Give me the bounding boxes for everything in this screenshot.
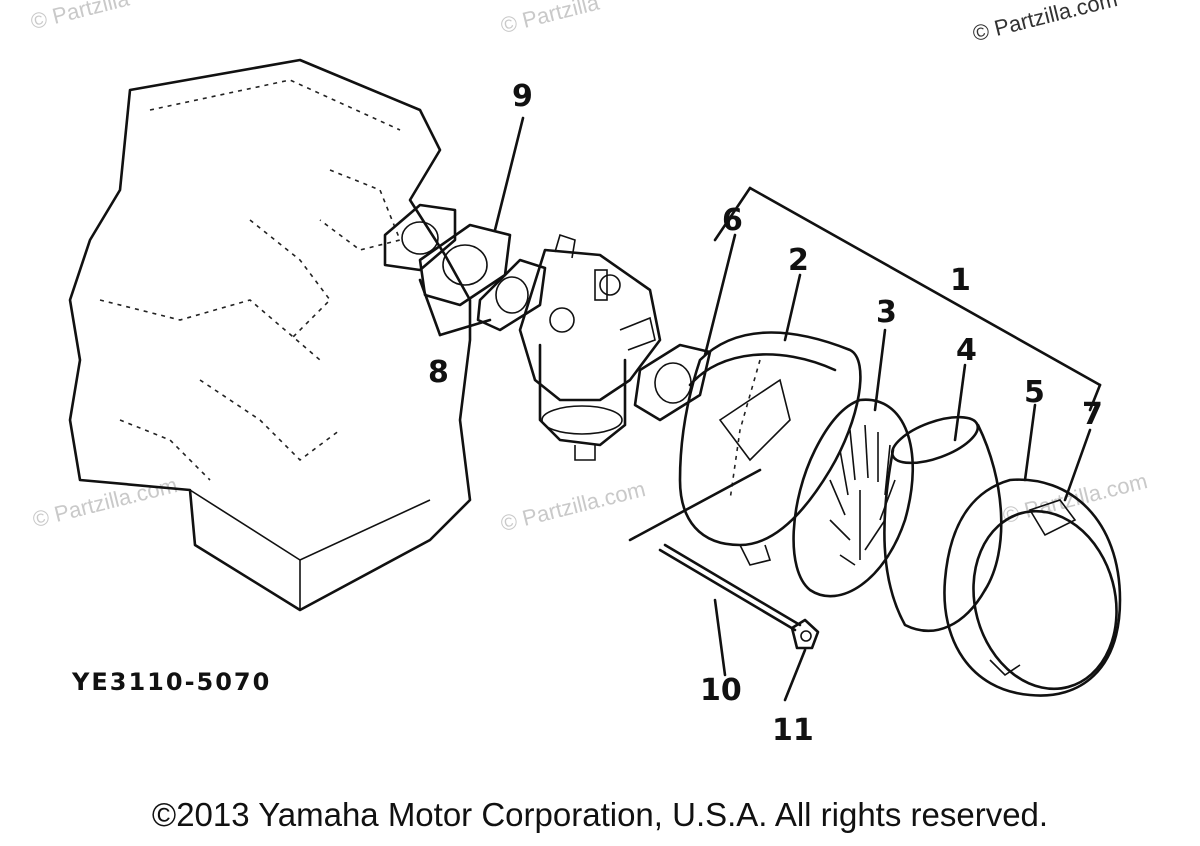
intake-gasket <box>383 203 457 272</box>
engine-block <box>68 58 472 612</box>
callout-5: 5 <box>1024 375 1045 410</box>
diagram-code: YE3110-5070 <box>72 668 272 696</box>
callout-3: 3 <box>876 295 897 330</box>
callout-11: 11 <box>772 713 814 748</box>
air-cleaner-bolt <box>658 543 802 632</box>
callout-8: 8 <box>428 355 449 390</box>
wing-nut <box>790 618 820 650</box>
carburetor <box>518 233 662 461</box>
callout-10: 10 <box>700 673 742 708</box>
leader-lines <box>418 116 1102 702</box>
air-cleaner-cap <box>943 478 1122 697</box>
air-filter-element <box>883 415 1003 633</box>
callout-1: 1 <box>950 263 971 298</box>
carb-gasket <box>476 258 547 332</box>
callout-9: 9 <box>512 79 533 114</box>
callout-6: 6 <box>722 203 743 238</box>
callout-7: 7 <box>1082 397 1103 432</box>
copyright-notice: ©2013 Yamaha Motor Corporation, U.S.A. A… <box>151 796 1049 833</box>
callout-2: 2 <box>788 243 809 278</box>
callout-4: 4 <box>956 333 977 368</box>
air-cleaner-grille <box>792 398 914 598</box>
